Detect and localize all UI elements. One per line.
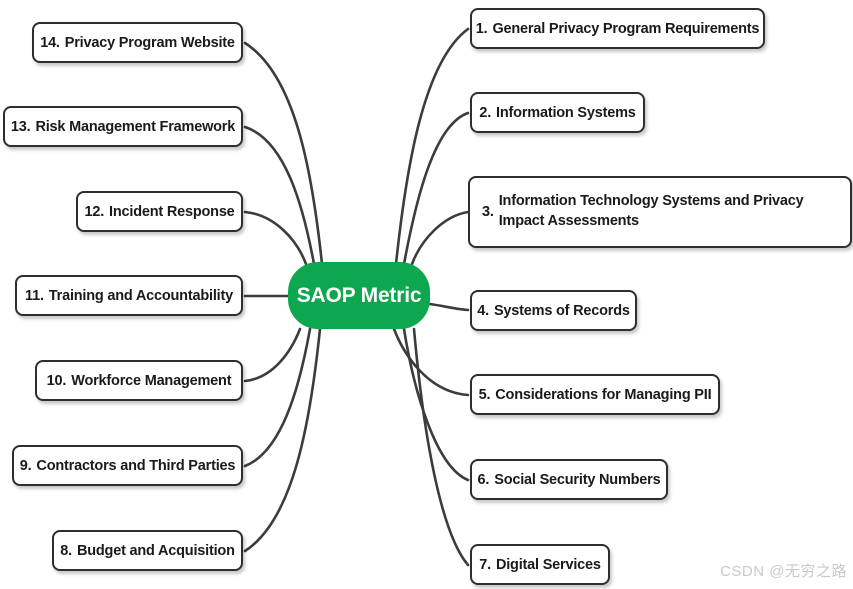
branch-number: 5. [478,386,491,403]
branch-label: Digital Services [495,556,601,573]
branch-number: 2. [479,104,492,121]
connector-line-3 [410,210,470,266]
connector-line-13 [243,125,316,266]
branch-label: Training and Accountability [48,287,233,304]
branch-number: 10. [46,372,67,389]
branch-node-7[interactable]: 7. Digital Services [470,544,610,585]
watermark: CSDN @无穷之路 [720,563,847,580]
branch-number: 12. [84,203,105,220]
branch-node-14[interactable]: 14. Privacy Program Website [32,22,243,63]
branch-label: Considerations for Managing PII [495,386,712,403]
branch-node-10[interactable]: 10. Workforce Management [35,360,243,401]
branch-node-8[interactable]: 8. Budget and Acquisition [52,530,243,571]
connector-line-8 [243,327,322,553]
branch-node-13[interactable]: 13. Risk Management Framework [3,106,243,147]
branch-label: Incident Response [109,203,235,220]
branch-node-2[interactable]: 2. Information Systems [470,92,645,133]
connector-line-7 [412,327,470,567]
branch-label: Workforce Management [71,372,232,389]
branch-label: Budget and Acquisition [76,542,235,559]
branch-label: Systems of Records [493,302,630,319]
center-node-saop-metric[interactable]: SAOP Metric [288,262,430,329]
branch-number: 1. [475,20,488,37]
branch-number: 4. [477,302,489,319]
branch-number: 13. [10,118,31,135]
branch-node-3[interactable]: 3. Information Technology Systems and Pr… [468,176,852,248]
branch-number: 14. [40,34,60,51]
center-node-label: SAOP Metric [296,283,422,307]
branch-label: Information Technology Systems and Priva… [498,193,804,229]
connector-line-5 [392,327,470,397]
branch-number: 9. [19,457,32,474]
branch-label: General Privacy Program Requirements [492,20,760,37]
branch-node-6[interactable]: 6. Social Security Numbers [470,459,668,500]
connector-line-6 [402,327,470,482]
branch-label: Contractors and Third Parties [36,457,236,474]
branch-number: 11. [25,287,44,304]
connector-line-1 [394,27,470,266]
connector-line-12 [243,210,308,266]
branch-node-4[interactable]: 4. Systems of Records [470,290,637,331]
branch-label: Privacy Program Website [64,34,235,51]
connector-line-4 [428,302,470,312]
branch-number: 8. [60,542,72,559]
branch-number: 7. [479,556,491,573]
connector-line-2 [402,111,470,266]
branch-label: Information Systems [496,104,636,121]
branch-node-9[interactable]: 9. Contractors and Third Parties [12,445,243,486]
branch-label: Social Security Numbers [494,471,661,488]
branch-node-11[interactable]: 11. Training and Accountability [15,275,243,316]
branch-node-1[interactable]: 1. General Privacy Program Requirements [470,8,765,49]
branch-node-12[interactable]: 12. Incident Response [76,191,243,232]
branch-number: 6. [477,471,490,488]
branch-label: Risk Management Framework [35,118,236,135]
connector-line-9 [243,327,312,468]
branch-number: 3. [482,204,494,220]
connector-line-10 [243,327,302,383]
branch-node-5[interactable]: 5. Considerations for Managing PII [470,374,720,415]
connector-line-14 [243,41,324,266]
